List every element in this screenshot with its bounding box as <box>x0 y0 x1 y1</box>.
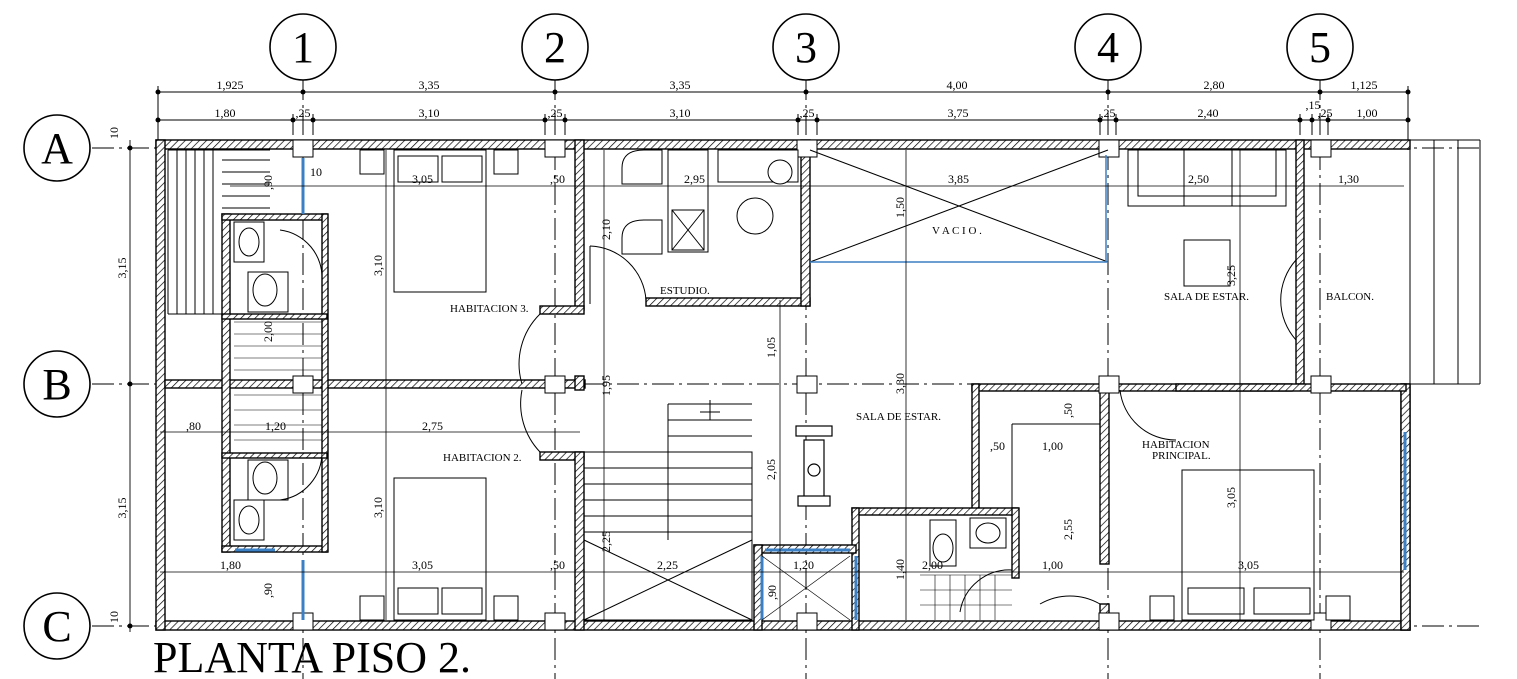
dim-100-b: 1,00 <box>1042 558 1063 572</box>
living-furniture <box>1127 149 1287 287</box>
dim-top-2: 3,35 <box>419 78 440 92</box>
dim-top2-10: ,15 <box>1306 98 1321 112</box>
bathroom-fixtures <box>233 221 1007 567</box>
dim-225-h: 2,25 <box>657 558 678 572</box>
label-estudio: ESTUDIO. <box>660 285 710 297</box>
plan-title: PLANTA PISO 2. <box>153 633 471 679</box>
dim-top-3: 3,35 <box>670 78 691 92</box>
dim-50-a: ,50 <box>550 172 565 186</box>
dim-195: 1,95 <box>599 375 613 396</box>
dim-120-b: 1,20 <box>793 558 814 572</box>
label-balcon: BALCON. <box>1326 291 1374 303</box>
dim-225-v: 2,25 <box>599 531 613 552</box>
columns <box>292 139 1332 631</box>
doors <box>279 229 1297 613</box>
axis-label-3: 3 <box>795 23 817 72</box>
dim-330: 3,30 <box>893 373 907 394</box>
dim-top2-3: 3,10 <box>419 106 440 120</box>
dim-200-a: 2,00 <box>261 321 275 342</box>
dim-50-d: ,50 <box>1061 403 1075 418</box>
interior-dimension-lines <box>160 150 1404 620</box>
top-dimensions: 1,925 3,35 3,35 4,00 2,80 1,125 1,80 ,25… <box>155 78 1411 150</box>
dim-top2-11: ,25 <box>1318 106 1333 120</box>
dim-150: 1,50 <box>893 197 907 218</box>
vacio-void <box>809 149 1109 263</box>
dim-80: ,80 <box>186 419 201 433</box>
dim-250: 2,50 <box>1188 172 1209 186</box>
dim-205: 2,05 <box>764 459 778 480</box>
dim-left-1: 3,15 <box>115 258 129 279</box>
dim-10: 10 <box>310 165 322 179</box>
dim-140: 1,40 <box>893 559 907 580</box>
dim-top2-6: ,25 <box>800 106 815 120</box>
dim-305-a: 3,05 <box>412 172 433 186</box>
label-sala-de-estar-center: SALA DE ESTAR. <box>856 411 941 423</box>
dim-180: 1,80 <box>220 558 241 572</box>
dim-top-4: 4,00 <box>947 78 968 92</box>
staircase-center <box>583 400 753 621</box>
left-dimensions: 3,15 3,15 10 10 <box>107 127 133 632</box>
dim-top2-12: 1,00 <box>1357 106 1378 120</box>
dim-120-a: 1,20 <box>265 419 286 433</box>
dim-305-v: 3,05 <box>1224 487 1238 508</box>
label-habitacion-3: HABITACION 3. <box>450 303 529 315</box>
nightstands <box>359 149 1351 621</box>
dim-left-2: 3,15 <box>115 498 129 519</box>
axis-label-c: C <box>42 602 71 651</box>
room-labels: HABITACION 3. HABITACION 2. ESTUDIO. V A… <box>443 225 1374 464</box>
dim-100-a: 1,00 <box>1042 439 1063 453</box>
dim-top2-1: 1,80 <box>215 106 236 120</box>
axis-label-a: A <box>41 124 73 173</box>
label-habitacion-2: HABITACION 2. <box>443 452 522 464</box>
axis-bubbles: 1 2 3 4 5 A B C <box>23 13 1354 660</box>
dim-305-b: 3,05 <box>412 558 433 572</box>
dim-90-a: ,90 <box>261 175 275 190</box>
label-vacio: V A C I O . <box>932 225 982 237</box>
study-furniture <box>621 149 799 255</box>
dim-275: 2,75 <box>422 419 443 433</box>
axis-label-2: 2 <box>544 23 566 72</box>
dim-left-bottom-10: 10 <box>107 611 121 623</box>
dim-50-b: ,50 <box>550 558 565 572</box>
label-sala-de-estar-top: SALA DE ESTAR. <box>1164 291 1249 303</box>
label-habitacion-principal-2: PRINCIPAL. <box>1152 450 1211 462</box>
dim-top-6: 1,125 <box>1351 78 1378 92</box>
dim-310-b: 3,10 <box>371 497 385 518</box>
shower-grids <box>234 321 1012 621</box>
gym-equipment <box>795 425 833 507</box>
axis-label-5: 5 <box>1309 23 1331 72</box>
dim-top2-8: ,25 <box>1101 106 1116 120</box>
dim-left-top-10: 10 <box>107 127 121 139</box>
dim-255: 2,55 <box>1061 519 1075 540</box>
beds <box>393 149 1315 621</box>
dim-top2-9: 2,40 <box>1198 106 1219 120</box>
dim-top-5: 2,80 <box>1204 78 1225 92</box>
dim-top2-5: 3,10 <box>670 106 691 120</box>
dim-top-1: 1,925 <box>217 78 244 92</box>
dim-200-b: 2,00 <box>922 558 943 572</box>
dim-310-a: 3,10 <box>371 255 385 276</box>
staircase-left <box>167 149 270 315</box>
dim-90-b: ,90 <box>261 583 275 598</box>
dim-top2-2: ,25 <box>296 106 311 120</box>
axis-label-b: B <box>42 360 71 409</box>
dim-top2-7: 3,75 <box>948 106 969 120</box>
dim-210: 2,10 <box>599 219 613 240</box>
dim-325: 3,25 <box>1224 265 1238 286</box>
windows <box>235 158 1407 620</box>
interior-dimension-texts: 3,05 3,05 3,05 3,05 3,10 3,10 2,95 3,85 … <box>186 165 1359 600</box>
dim-130: 1,30 <box>1338 172 1359 186</box>
dim-295: 2,95 <box>684 172 705 186</box>
dim-top2-4: ,25 <box>548 106 563 120</box>
axis-label-4: 4 <box>1097 23 1119 72</box>
dim-90-c: ,90 <box>765 585 779 600</box>
dim-50-c: ,50 <box>990 439 1005 453</box>
balcony-railing <box>1304 139 1481 385</box>
label-habitacion-principal-1: HABITACION <box>1142 439 1210 451</box>
dim-305-c: 3,05 <box>1238 558 1259 572</box>
axis-label-1: 1 <box>292 23 314 72</box>
dim-385: 3,85 <box>948 172 969 186</box>
dim-105: 1,05 <box>764 337 778 358</box>
